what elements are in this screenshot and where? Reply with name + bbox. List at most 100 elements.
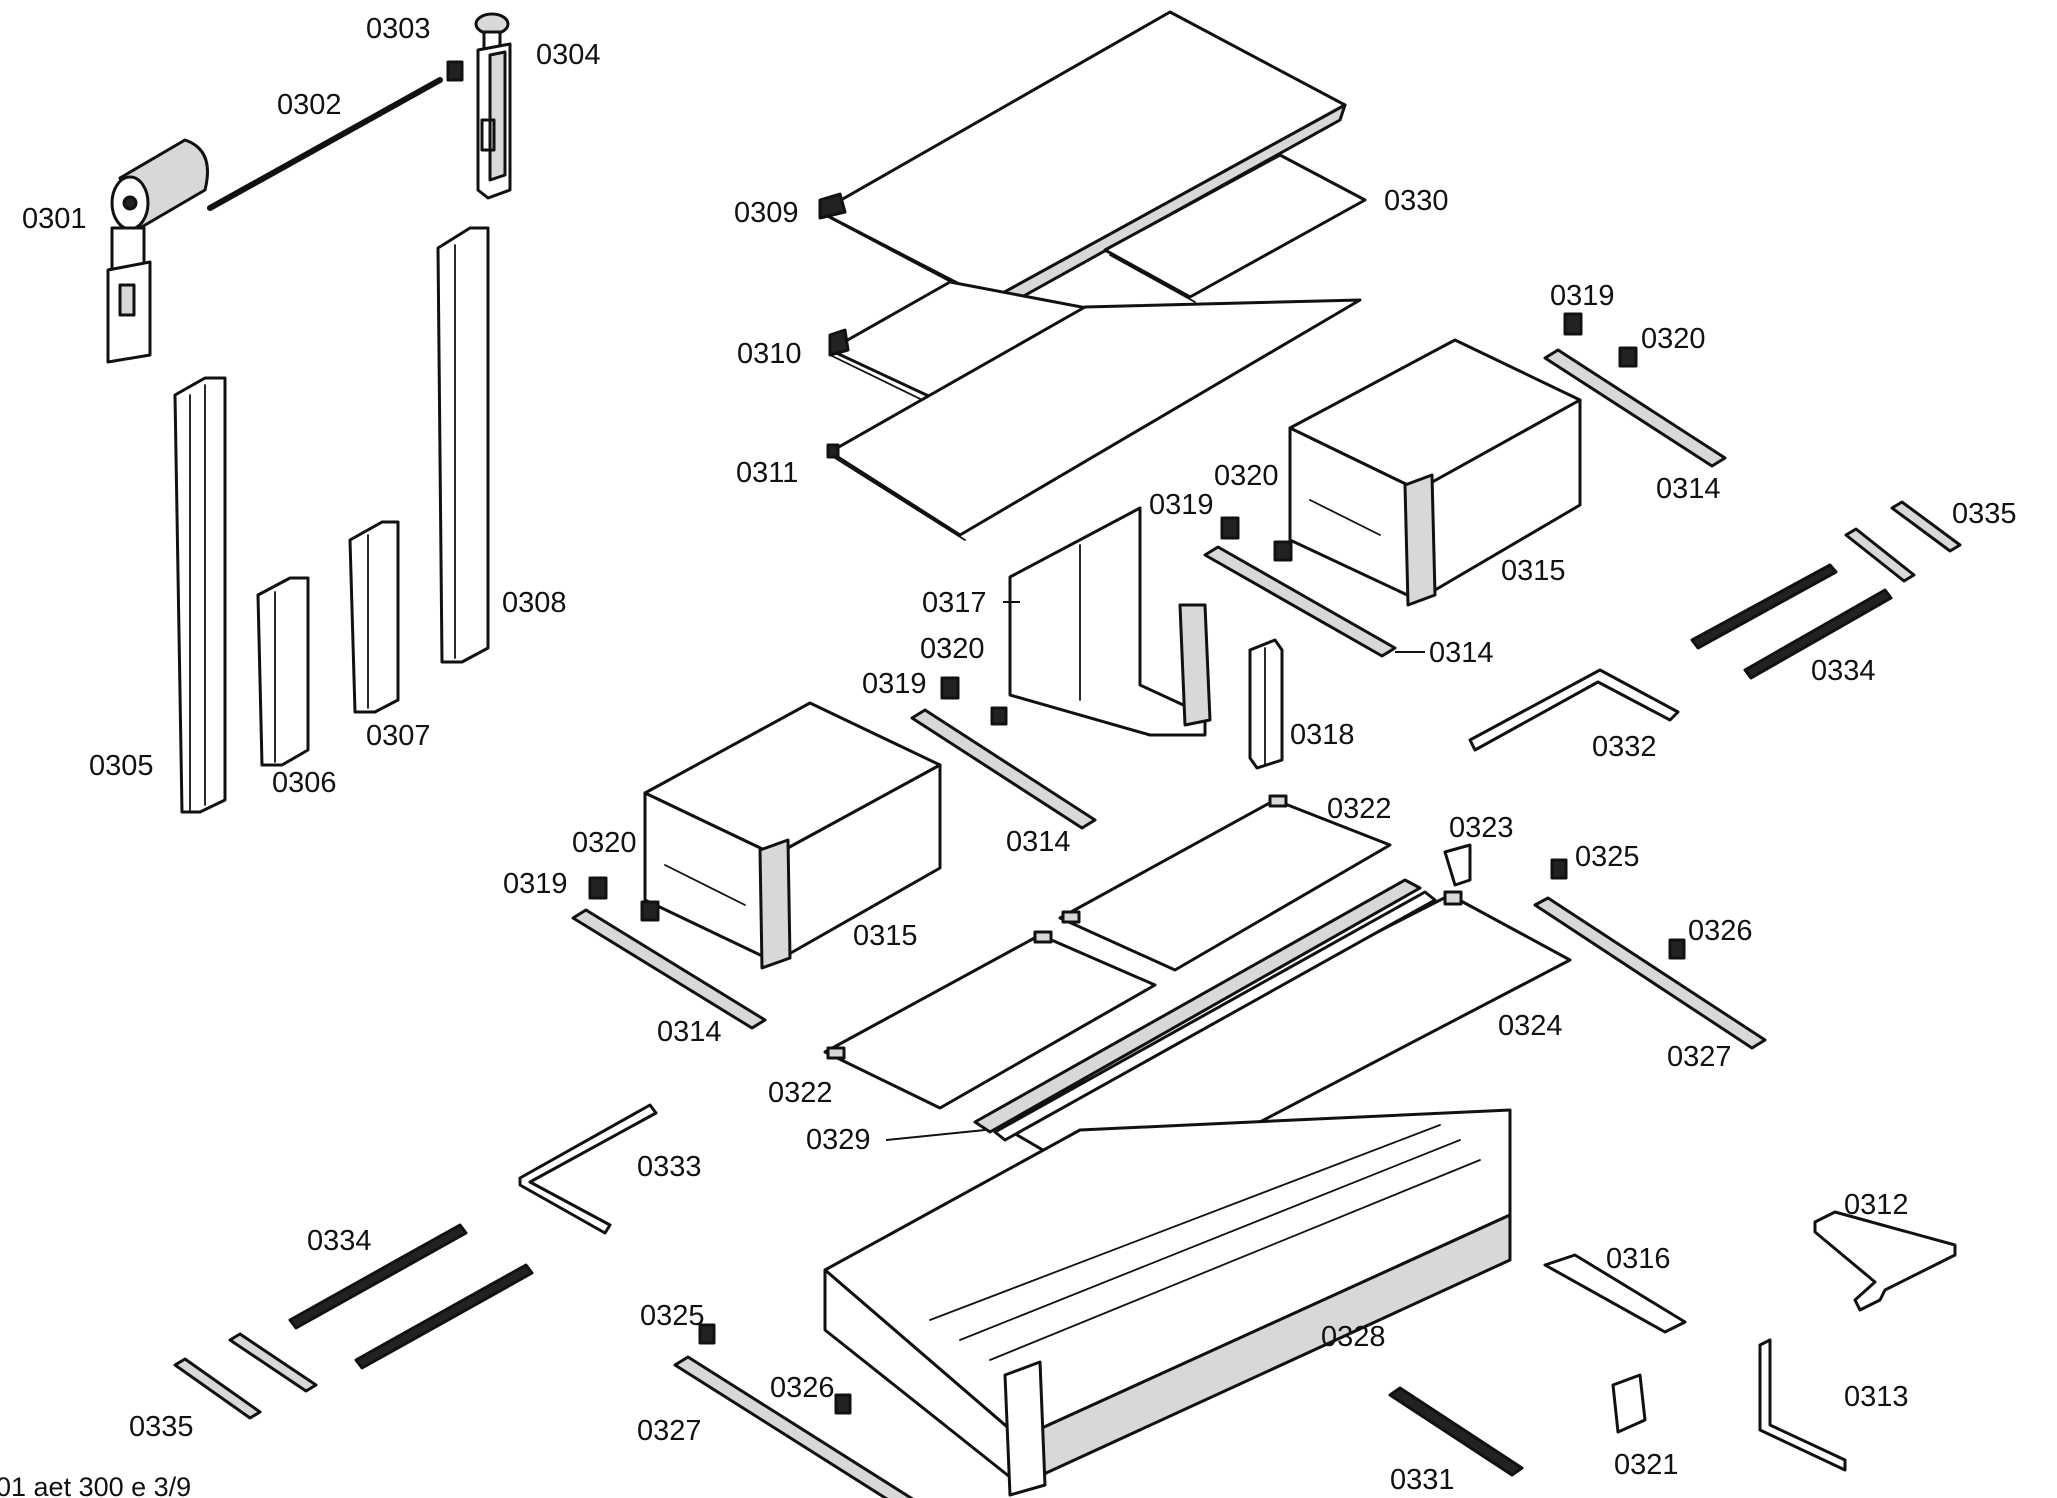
part-0301-motor-assembly — [106, 138, 209, 364]
part-0308-tall-rail — [436, 226, 490, 664]
part-0328-crisper-bin — [823, 1108, 1512, 1497]
label-0331: 0331 — [1390, 1464, 1455, 1496]
part-0305-long-rail — [173, 376, 227, 814]
label-0319-b: 0319 — [1149, 489, 1214, 521]
part-0322-panel-b — [823, 930, 1157, 1110]
part-0320-clip-b — [1273, 540, 1293, 562]
label-0322-b: 0322 — [768, 1077, 833, 1109]
label-0310: 0310 — [737, 338, 802, 370]
part-0319-clip-a — [1563, 312, 1583, 336]
part-0317-partition — [1008, 506, 1212, 737]
part-0334-rod-a — [1690, 563, 1838, 650]
part-0325-clip-a — [1550, 858, 1568, 880]
label-0325-b: 0325 — [640, 1300, 705, 1332]
part-0311-glass-shelf-bottom — [826, 298, 1362, 541]
part-0329-rail — [973, 878, 1437, 1142]
part-0319-clip-c — [940, 676, 960, 700]
part-0334-rod-c — [288, 1223, 468, 1330]
label-0327-a: 0327 — [1667, 1041, 1732, 1073]
part-0320-clip-c — [990, 706, 1008, 726]
part-0335-bar-c — [173, 1357, 262, 1420]
part-0304-bracket — [474, 12, 512, 200]
label-0325-a: 0325 — [1575, 841, 1640, 873]
label-0306: 0306 — [272, 767, 337, 799]
part-0314-slide-rail-c — [910, 708, 1097, 830]
label-0318: 0318 — [1290, 719, 1355, 751]
part-0332-l-bracket — [1468, 668, 1680, 752]
label-0322-a: 0322 — [1327, 793, 1392, 825]
label-0334-b: 0334 — [307, 1225, 372, 1257]
label-0305: 0305 — [89, 750, 154, 782]
label-0323: 0323 — [1449, 812, 1514, 844]
part-0334-rod-d — [354, 1263, 534, 1370]
label-0303: 0303 — [366, 13, 431, 45]
part-0315-drawer-lower — [643, 701, 942, 970]
part-0323-bracket — [1443, 843, 1472, 887]
part-labels: 0303 0304 0302 0301 0308 0307 0305 0306 … — [22, 13, 2017, 1496]
label-0301: 0301 — [22, 203, 87, 235]
label-0335-a: 0335 — [1952, 498, 2017, 530]
part-0316-plate — [1543, 1253, 1687, 1334]
part-0326-clip-a — [1668, 938, 1686, 960]
label-0315-a: 0315 — [1501, 555, 1566, 587]
part-0303-nut — [446, 60, 464, 82]
part-0314-slide-rail-a — [1543, 348, 1727, 468]
label-0316: 0316 — [1606, 1243, 1671, 1275]
leader-0329 — [885, 1129, 986, 1141]
part-0327-slide-rail-b — [673, 1355, 914, 1498]
leader-lines — [885, 601, 1425, 1141]
label-0312: 0312 — [1844, 1189, 1909, 1221]
part-0314-slide-rail-b — [1203, 545, 1397, 658]
part-0306-short-rail — [256, 576, 310, 767]
label-0307: 0307 — [366, 720, 431, 752]
label-0302: 0302 — [277, 89, 342, 121]
part-0322-panel-a — [1058, 794, 1392, 972]
label-0314-c: 0314 — [1006, 826, 1071, 858]
part-0320-clip-d — [640, 900, 660, 922]
part-0302-rod — [207, 77, 443, 211]
label-0320-a: 0320 — [1641, 323, 1706, 355]
label-0309: 0309 — [734, 197, 799, 229]
part-0331-bar — [1388, 1386, 1524, 1477]
label-0319-c: 0319 — [862, 668, 927, 700]
label-0308: 0308 — [502, 587, 567, 619]
part-0307-rail — [348, 520, 400, 714]
label-0320-b: 0320 — [1214, 460, 1279, 492]
part-0318-block — [1248, 638, 1284, 770]
label-0326-a: 0326 — [1688, 915, 1753, 947]
label-0319-d: 0319 — [503, 868, 568, 900]
label-0327-b: 0327 — [637, 1415, 702, 1447]
part-0326-clip-b — [834, 1393, 852, 1415]
label-0328: 0328 — [1321, 1321, 1386, 1353]
part-0335-bar-b — [1844, 527, 1916, 583]
part-0313-bracket — [1758, 1338, 1847, 1472]
label-0313: 0313 — [1844, 1381, 1909, 1413]
label-0319-a: 0319 — [1550, 280, 1615, 312]
part-0335-bar-a — [1890, 500, 1962, 553]
label-0304: 0304 — [536, 39, 601, 71]
label-0334-a: 0334 — [1811, 655, 1876, 687]
label-0314-a: 0314 — [1656, 473, 1721, 505]
label-0317: 0317 — [922, 587, 987, 619]
part-0312-t-bracket — [1813, 1210, 1957, 1312]
part-0314-slide-rail-d — [571, 908, 767, 1030]
part-0333-l-bracket — [518, 1103, 658, 1235]
part-0325-clip-b — [698, 1323, 716, 1345]
label-0326-b: 0326 — [770, 1372, 835, 1404]
part-0319-clip-d — [588, 876, 608, 900]
part-0327-slide-rail-a — [1533, 896, 1767, 1050]
label-0333: 0333 — [637, 1151, 702, 1183]
label-0329: 0329 — [806, 1124, 871, 1156]
label-0324: 0324 — [1498, 1010, 1563, 1042]
label-0315-b: 0315 — [853, 920, 918, 952]
label-0320-d: 0320 — [572, 827, 637, 859]
part-0330-glass-panel — [1103, 153, 1367, 303]
footer-reference: 01 aet 300 e 3/9 — [0, 1472, 191, 1498]
label-0314-d: 0314 — [657, 1016, 722, 1048]
part-0319-clip-b — [1220, 516, 1240, 540]
part-0334-rod-b — [1743, 588, 1893, 680]
label-0332: 0332 — [1592, 731, 1657, 763]
label-0320-c: 0320 — [920, 633, 985, 665]
part-0315-drawer-upper — [1288, 338, 1582, 607]
